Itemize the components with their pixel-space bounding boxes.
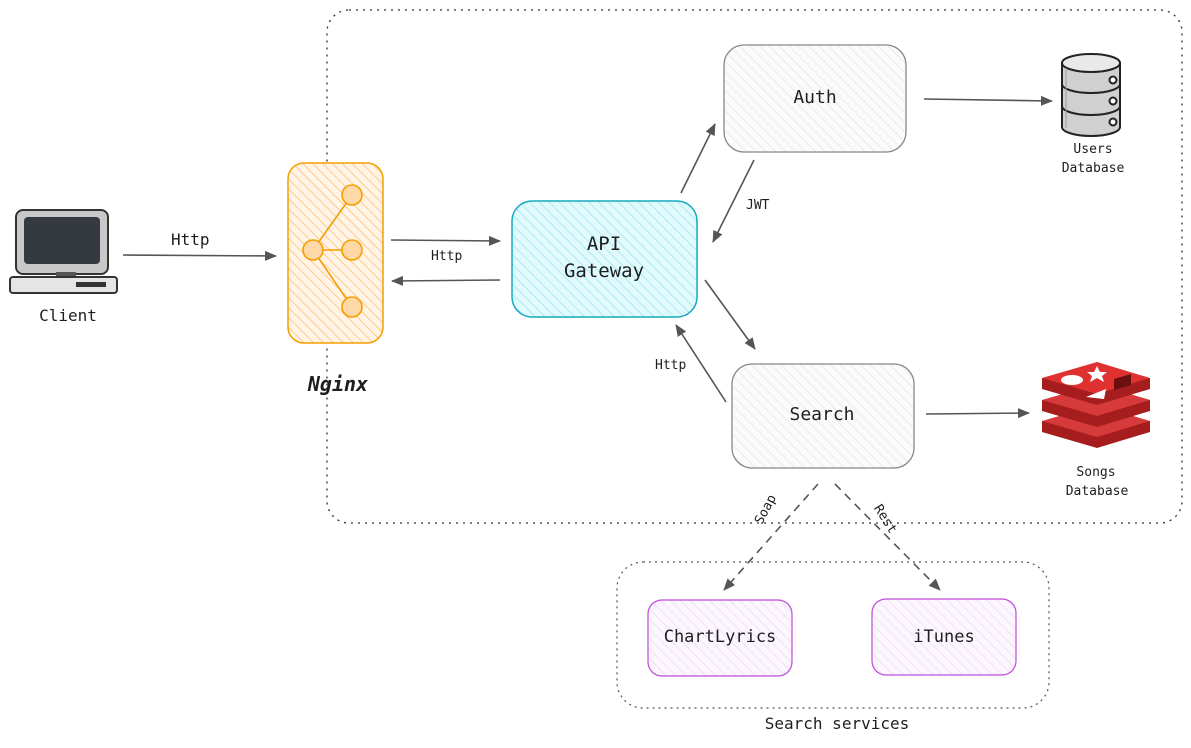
- itunes-label: iTunes: [913, 627, 975, 647]
- users-database-icon: [1061, 53, 1121, 137]
- api-gateway-label-line2: Gateway: [563, 260, 645, 282]
- auth-to-users-db-arrow: [923, 95, 1053, 106]
- gateway-to-auth-arrow: [680, 123, 716, 194]
- nginx-gateway-edge-label: Http: [431, 249, 463, 264]
- nginx-label: Nginx: [307, 372, 369, 396]
- songs-database-redis-icon: [1042, 362, 1150, 448]
- client-to-nginx-arrow: [122, 250, 277, 261]
- itunes-node[interactable]: [871, 598, 1017, 676]
- search-services-label: Search services: [764, 714, 910, 733]
- gateway-to-nginx-arrow: [391, 275, 501, 286]
- search-to-songs-db-arrow: [925, 408, 1030, 419]
- gateway-search-edge-label: Http: [655, 358, 687, 373]
- songs-db-label-line1: Songs: [1076, 465, 1116, 480]
- users-db-label-line2: Database: [1061, 161, 1125, 176]
- auth-to-gateway-jwt-arrow: [712, 159, 755, 243]
- jwt-edge-label: JWT: [746, 198, 770, 213]
- connections: [122, 95, 1053, 591]
- songs-db-label-line2: Database: [1065, 484, 1129, 499]
- backend-boundary: [326, 9, 1183, 524]
- auth-label: Auth: [793, 87, 837, 108]
- api-gateway-node[interactable]: [511, 200, 698, 318]
- api-gateway-label-line1: API: [586, 233, 622, 255]
- auth-node[interactable]: [723, 44, 907, 153]
- nginx-to-gateway-arrow: [390, 235, 501, 246]
- client-to-nginx-edge-label: Http: [171, 230, 210, 249]
- client-label: Client: [39, 306, 97, 325]
- search-label: Search: [789, 404, 855, 425]
- client-computer-icon: [9, 209, 118, 294]
- search-to-itunes-rest-arrow: [834, 483, 941, 591]
- chartlyrics-label: ChartLyrics: [663, 627, 777, 647]
- nginx-node[interactable]: [287, 162, 384, 344]
- chartlyrics-node[interactable]: [647, 599, 793, 677]
- search-node[interactable]: [731, 363, 915, 469]
- gateway-to-search-arrow: [704, 279, 756, 350]
- users-db-label-line1: Users: [1073, 142, 1113, 157]
- search-to-gateway-arrow: [675, 324, 727, 403]
- search-to-chartlyrics-soap-arrow: [723, 483, 819, 591]
- nginx-share-icon: [302, 184, 363, 318]
- search-services-group: [616, 561, 1050, 709]
